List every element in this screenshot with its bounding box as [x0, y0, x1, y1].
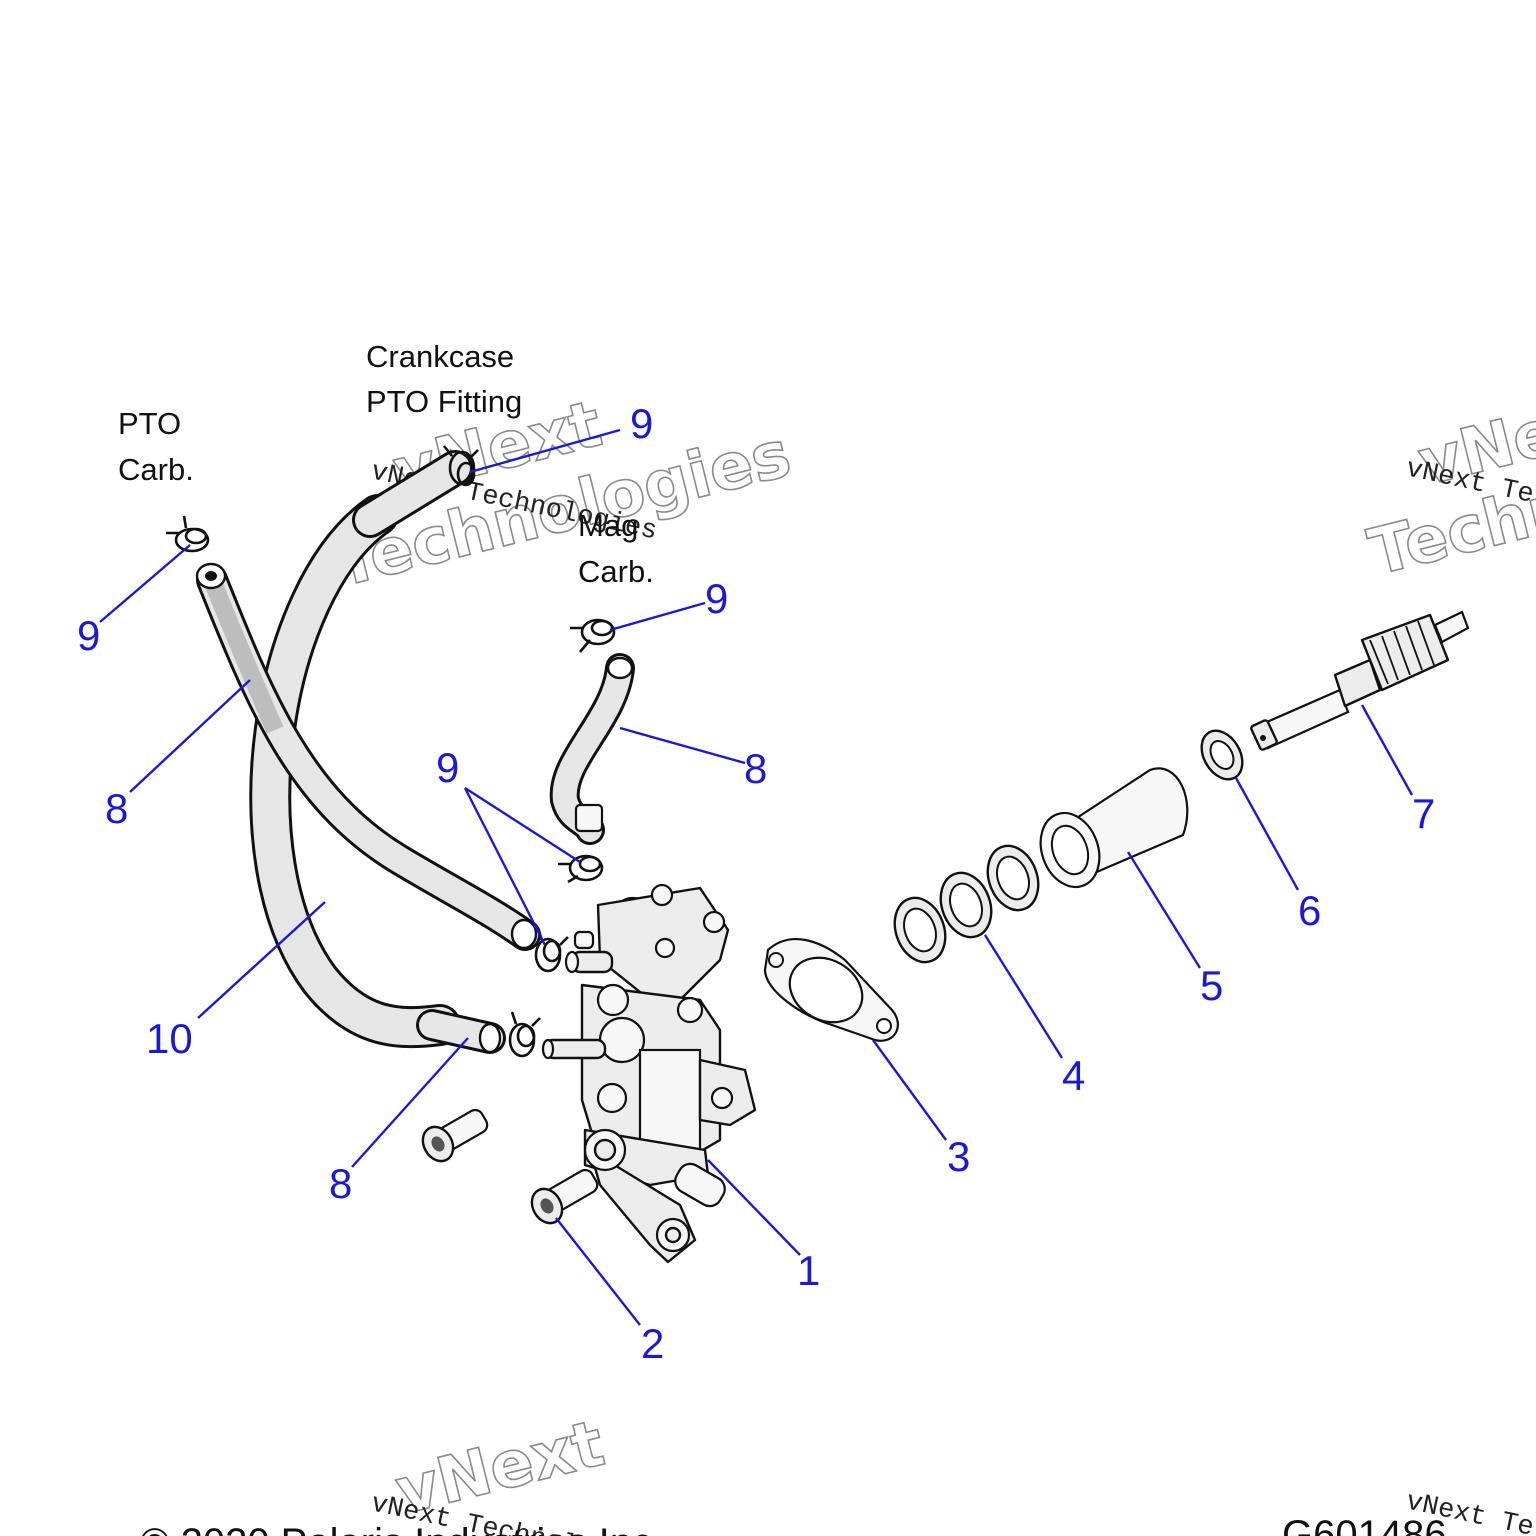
- callout-1: 1: [797, 1247, 820, 1294]
- note-crankcase-line2: PTO Fitting: [366, 384, 522, 419]
- note-pto-carb-line1: PTO: [118, 406, 181, 441]
- thrust-washer: [1200, 729, 1244, 781]
- oil-pump: [541, 883, 757, 1264]
- footer: © 2020 Polaris Industries Inc. G601486: [140, 1513, 1447, 1536]
- hose-8-bottom: [416, 1009, 506, 1054]
- hose-clip-mag: [570, 618, 616, 653]
- callout-8-mag: 8: [744, 745, 767, 792]
- note-mag-carb-line1: Mag: [578, 508, 638, 543]
- callout-10: 10: [146, 1015, 193, 1062]
- hose-clip-pto: [166, 515, 210, 553]
- callout-5: 5: [1200, 962, 1223, 1009]
- hose-10: [249, 450, 473, 1049]
- callout-4: 4: [1062, 1052, 1085, 1099]
- callouts: 9 9 9 9 8 8 8 10 1 2 3 4 5 6 7: [77, 400, 1435, 1367]
- callout-6: 6: [1298, 887, 1321, 934]
- note-mag-carb-line2: Carb.: [578, 554, 654, 589]
- callout-9-pto: 9: [77, 612, 100, 659]
- callout-9-center: 9: [436, 744, 459, 791]
- gasket: [763, 938, 899, 1042]
- hose-8-mag: [549, 653, 635, 845]
- note-pto-carb-line2: Carb.: [118, 452, 194, 487]
- leader-lines: [99, 428, 1414, 1326]
- callout-9-top: 9: [630, 400, 653, 447]
- hose-clip-center: [558, 854, 604, 884]
- bolt-upper: [421, 1108, 489, 1163]
- figure-id: G601486: [1282, 1513, 1447, 1536]
- callout-8-bottom: 8: [329, 1160, 352, 1207]
- hose-8-left: [195, 562, 541, 951]
- callout-9-mag: 9: [705, 575, 728, 622]
- callout-3: 3: [947, 1133, 970, 1180]
- hose-clip-pump-bottom: [508, 1011, 541, 1058]
- bolt-lower: [530, 1168, 599, 1225]
- copyright: © 2020 Polaris Industries Inc.: [140, 1521, 663, 1536]
- bushing: [1039, 767, 1189, 889]
- note-crankcase-line1: Crankcase: [366, 339, 514, 374]
- callout-8-left: 8: [105, 785, 128, 832]
- callout-7: 7: [1412, 790, 1435, 837]
- drive-gear-shaft: [1250, 610, 1470, 751]
- notes: PTO Carb. Crankcase PTO Fitting Mag Carb…: [118, 339, 654, 589]
- callout-2: 2: [641, 1320, 664, 1367]
- washers: [893, 844, 1040, 964]
- hose-clip-top: [442, 445, 479, 487]
